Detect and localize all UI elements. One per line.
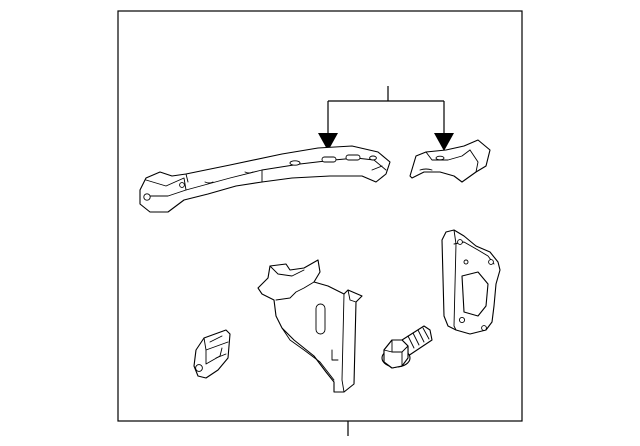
diagram-frame — [117, 10, 523, 422]
corner-bracket-icon — [409, 139, 491, 183]
flange-bolt-icon — [381, 325, 433, 369]
side-support-bracket-icon — [257, 259, 363, 393]
front-cross-member-icon — [139, 145, 391, 213]
mounting-plate-icon — [441, 229, 501, 335]
callout-right-arrowhead — [434, 133, 454, 151]
callout-left-arrowhead — [318, 133, 338, 151]
callout-bracket — [318, 86, 454, 151]
small-clip-icon — [193, 329, 231, 379]
